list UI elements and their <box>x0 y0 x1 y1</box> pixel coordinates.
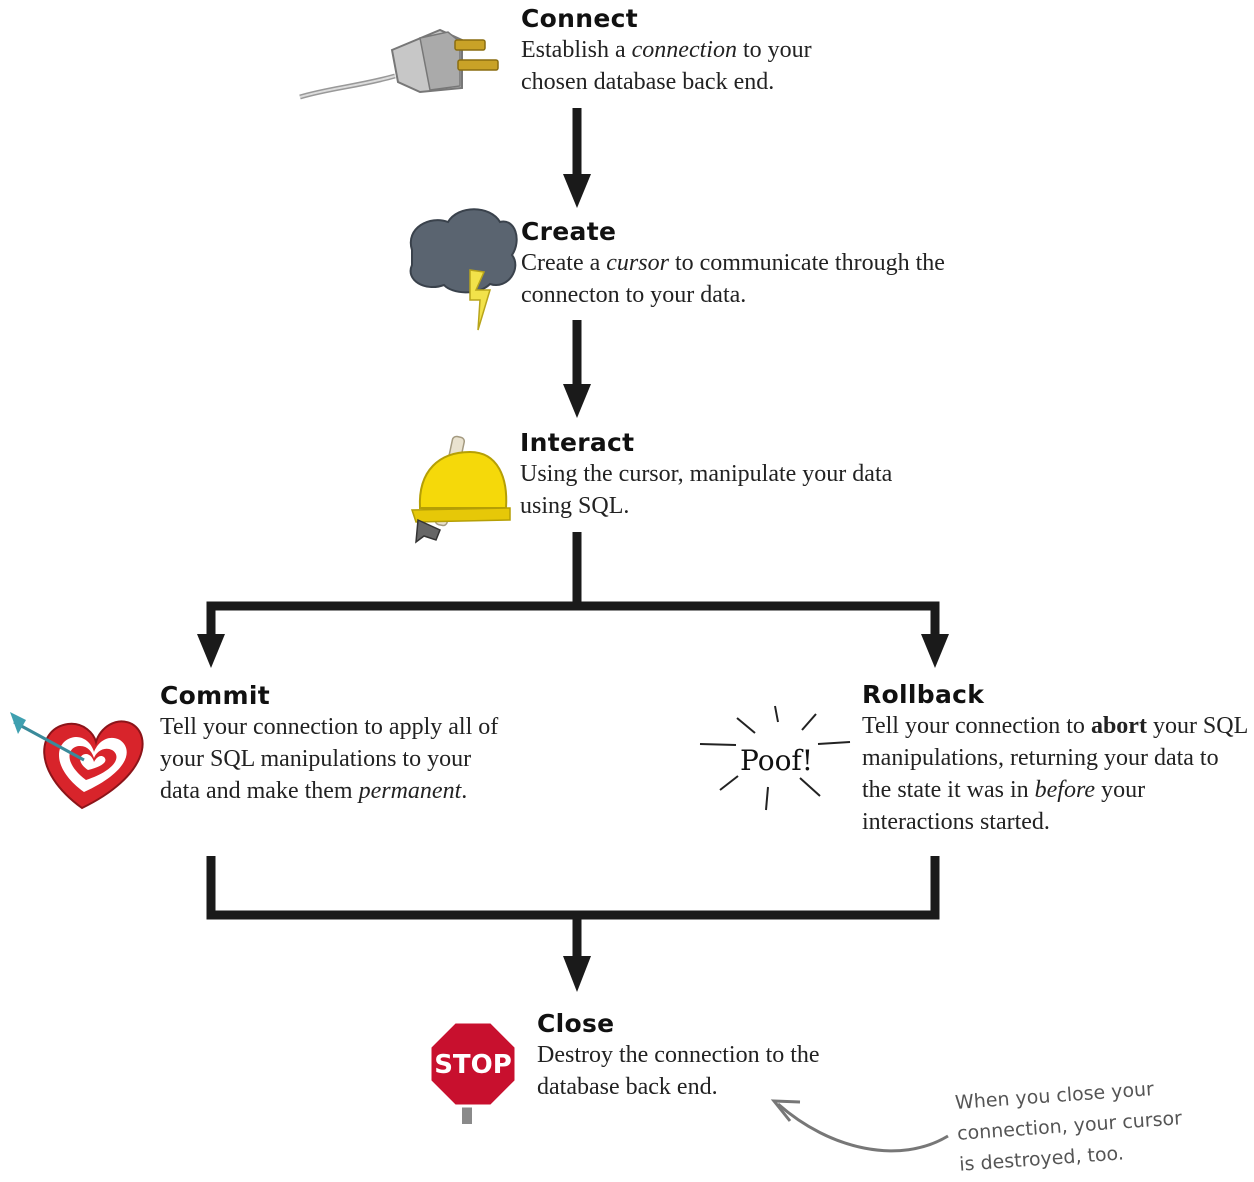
heart-target-icon <box>10 712 144 810</box>
arrowhead-rollback <box>921 634 949 668</box>
poof-text: Poof! <box>740 744 813 777</box>
annotation-arrow <box>777 1102 949 1153</box>
step-create: Create Create a cursor to communicate th… <box>521 217 1001 311</box>
split-branch <box>206 601 940 640</box>
step-connect: Connect Establish a connection to your c… <box>521 4 881 98</box>
step-connect-description: Establish a connection to your chosen da… <box>521 37 812 95</box>
hardhat-hammer-icon <box>410 435 511 544</box>
step-interact: Interact Using the cursor, manipulate yo… <box>520 428 900 522</box>
step-connect-title: Connect <box>521 4 638 33</box>
storm-cloud-icon <box>409 208 518 331</box>
merge-branch <box>206 856 940 920</box>
stop-sign-icon: STOP <box>428 1020 518 1124</box>
step-rollback-description: Tell your connection to abort your SQL m… <box>862 713 1248 835</box>
step-interact-description: Using the cursor, manipulate your data u… <box>520 461 893 519</box>
arrowhead-close <box>563 956 591 992</box>
step-rollback-title: Rollback <box>862 680 985 709</box>
arrow-heads <box>197 174 949 992</box>
poof-icon <box>699 705 851 811</box>
step-close: Close Destroy the connection to the data… <box>537 1009 877 1103</box>
step-close-description: Destroy the connection to the database b… <box>537 1042 820 1100</box>
step-create-title: Create <box>521 217 617 246</box>
arrowhead-commit <box>197 634 225 668</box>
step-commit-title: Commit <box>160 681 270 710</box>
step-create-description: Create a cursor to communicate through t… <box>521 250 945 308</box>
stop-sign-text: STOP <box>434 1050 512 1080</box>
annotation-arrowhead <box>770 1099 801 1122</box>
step-rollback: Rollback Tell your connection to abort y… <box>862 680 1252 838</box>
plug-icon <box>299 28 499 100</box>
arrow-lines <box>206 108 940 960</box>
arrowhead-create <box>563 174 591 208</box>
step-commit: Commit Tell your connection to apply all… <box>160 681 505 807</box>
step-interact-title: Interact <box>520 428 635 457</box>
step-close-title: Close <box>537 1009 615 1038</box>
step-commit-description: Tell your connection to apply all of you… <box>160 714 499 804</box>
arrowhead-interact <box>563 384 591 418</box>
